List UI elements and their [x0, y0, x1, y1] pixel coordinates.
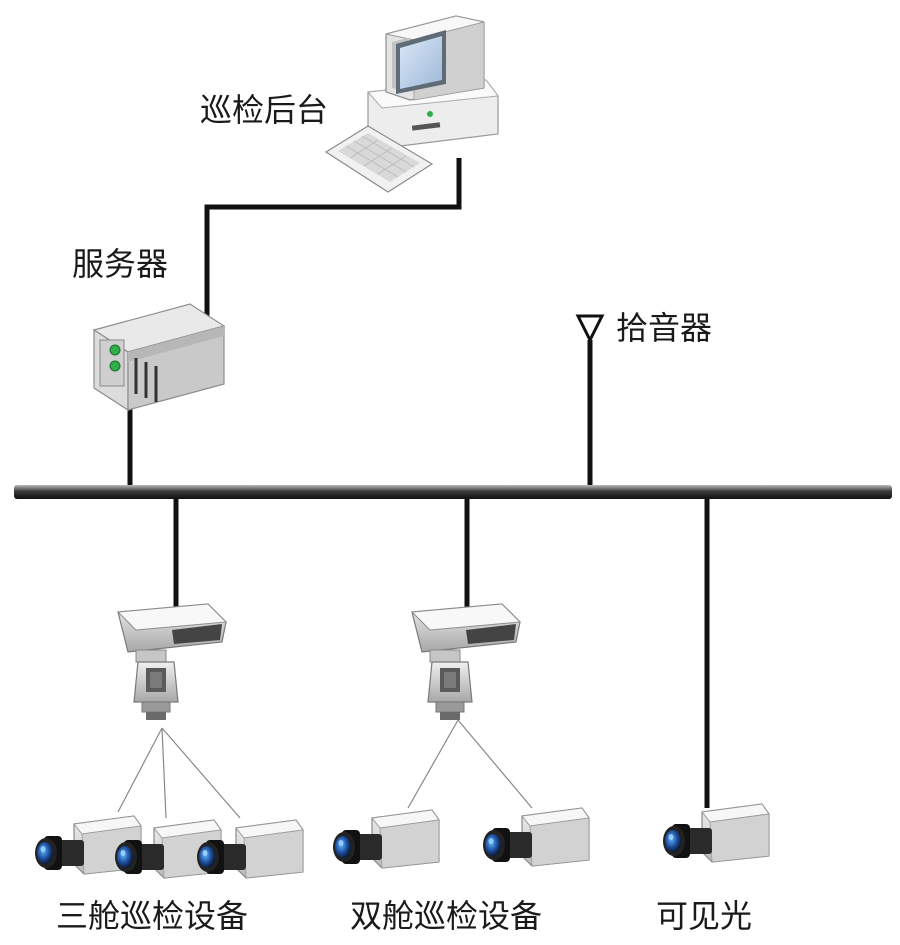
dual-ptz-camera-icon — [411, 603, 521, 721]
dual-device-label: 双舱巡检设备 — [350, 897, 543, 935]
dual-box-camera-2-icon — [482, 807, 590, 867]
antenna-icon — [575, 314, 605, 344]
visible-light-label: 可见光 — [656, 897, 753, 935]
tri-ptz-camera-icon — [117, 603, 227, 721]
rack-server-icon — [92, 303, 226, 412]
network-bus — [14, 485, 892, 499]
tri-device-label: 三舱巡检设备 — [56, 897, 249, 935]
workstation-server-link — [204, 158, 462, 330]
visible-box-camera-icon — [662, 803, 770, 863]
dual-box-camera-1-icon — [332, 809, 440, 869]
workstation-label: 巡检后台 — [200, 91, 329, 129]
dual-fan-lines — [407, 719, 533, 809]
server-label: 服务器 — [72, 245, 169, 283]
desktop-computer-icon — [324, 15, 499, 193]
tri-fan-lines — [117, 727, 241, 819]
microphone-label: 拾音器 — [616, 309, 713, 347]
